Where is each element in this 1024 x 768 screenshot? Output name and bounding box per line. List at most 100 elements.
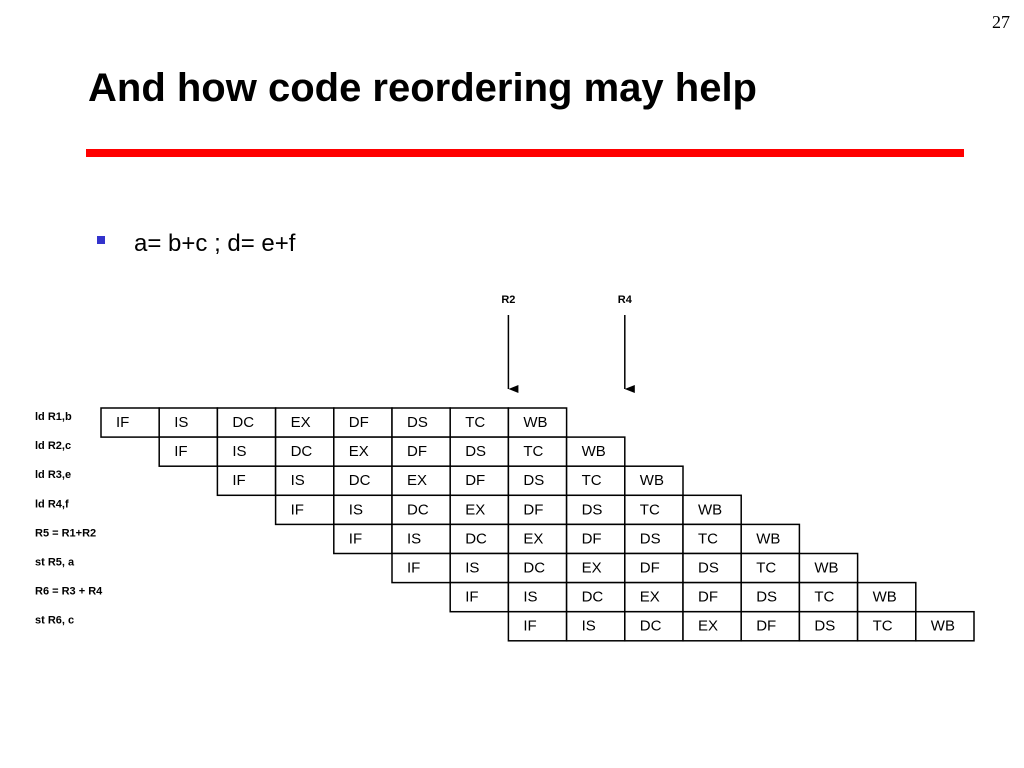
stage-label: DC — [640, 618, 662, 635]
stage-cell — [507, 436, 568, 467]
instruction-label: ld R1,b — [35, 411, 72, 423]
instruction-label: ld R4,f — [35, 498, 69, 510]
bullet-text: a= b+c ; d= e+f — [134, 230, 296, 257]
instruction-label: ld R3,e — [35, 469, 71, 481]
stage-label: IS — [407, 530, 421, 547]
stage-label: DS — [698, 560, 719, 577]
stage-cell — [740, 523, 801, 555]
stage-cell — [449, 581, 510, 613]
stage-label: EX — [291, 414, 311, 431]
stage-label: DS — [640, 530, 661, 547]
stage-label: EX — [349, 443, 369, 460]
stage-cell — [391, 436, 451, 467]
stage-label: DC — [465, 530, 487, 547]
stage-label: IF — [349, 530, 362, 547]
stage-label: EX — [640, 589, 660, 606]
stage-cell — [216, 465, 277, 497]
stage-label: EX — [698, 618, 718, 635]
stage-label: TC — [873, 618, 893, 635]
stage-label: DC — [232, 414, 254, 431]
stage-label: TC — [523, 443, 543, 460]
stage-cell — [391, 552, 451, 584]
stage-label: WB — [582, 443, 606, 460]
stage-cell — [798, 552, 859, 584]
stage-cell — [391, 465, 451, 497]
stage-label: DF — [698, 589, 718, 606]
stage-label: WB — [698, 501, 722, 518]
stage-cell — [565, 436, 626, 467]
stage-label: TC — [698, 530, 718, 547]
stage-label: DF — [640, 560, 660, 577]
stage-label: DF — [523, 501, 543, 518]
stage-label: TC — [756, 560, 776, 577]
stage-label: DF — [465, 472, 485, 489]
stage-cell — [333, 407, 393, 438]
stage-label: DS — [407, 414, 428, 431]
stage-cell — [333, 494, 393, 526]
stage-label: WB — [814, 560, 838, 577]
stage-cell — [507, 523, 568, 555]
instruction-label: st R5, a — [35, 557, 75, 569]
stage-cell — [682, 610, 742, 642]
stage-cell — [624, 465, 684, 497]
stage-cell — [333, 523, 393, 555]
stage-label: IS — [291, 472, 305, 489]
stage-cell — [391, 523, 451, 555]
marker-label: R2 — [501, 294, 515, 306]
stage-cell — [507, 552, 568, 584]
stage-label: IF — [174, 443, 187, 460]
stage-label: DC — [523, 560, 545, 577]
stage-label: IF — [523, 618, 536, 635]
stage-label: DC — [407, 501, 429, 518]
stage-label: IF — [407, 560, 420, 577]
stage-label: IF — [232, 472, 245, 489]
stage-label: DF — [349, 414, 369, 431]
stage-label: IS — [465, 560, 479, 577]
stage-label: EX — [465, 501, 485, 518]
stage-cell — [856, 581, 917, 613]
stage-label: WB — [931, 618, 955, 635]
instruction-label: st R6, c — [35, 615, 74, 627]
stage-cell — [624, 494, 684, 526]
instruction-label: R6 = R3 + R4 — [35, 586, 103, 598]
stage-label: TC — [465, 414, 485, 431]
stage-cell — [682, 581, 742, 613]
stage-label: TC — [640, 501, 660, 518]
stage-cell — [740, 610, 801, 642]
stage-cell — [740, 552, 801, 584]
stage-label: IS — [174, 414, 188, 431]
stage-cell — [507, 610, 568, 642]
stage-cell — [565, 581, 626, 613]
page-number: 27 — [992, 12, 1010, 32]
stage-cell — [449, 407, 510, 438]
stage-label: IF — [465, 589, 478, 606]
stage-label: DS — [814, 618, 835, 635]
stage-label: DS — [582, 501, 603, 518]
instruction-label: R5 = R1+R2 — [35, 527, 96, 539]
stage-cell — [565, 523, 626, 555]
register-marker: R2 — [501, 294, 519, 393]
instruction-label: ld R2,c — [35, 440, 71, 452]
title-underline — [86, 149, 964, 157]
stage-label: IS — [523, 589, 537, 606]
stage-cell — [449, 436, 510, 467]
stage-label: IF — [116, 414, 129, 431]
stage-label: DS — [465, 443, 486, 460]
stage-cell — [391, 494, 451, 526]
stage-label: DC — [582, 589, 604, 606]
stage-cell — [915, 610, 975, 642]
stage-cell — [798, 581, 859, 613]
stage-label: DS — [523, 472, 544, 489]
stage-cell — [565, 494, 626, 526]
stage-cell — [449, 523, 510, 555]
stage-label: WB — [523, 414, 547, 431]
pipeline-row: ld R1,b IF IS DC EX DF DS TC WB — [35, 407, 568, 438]
